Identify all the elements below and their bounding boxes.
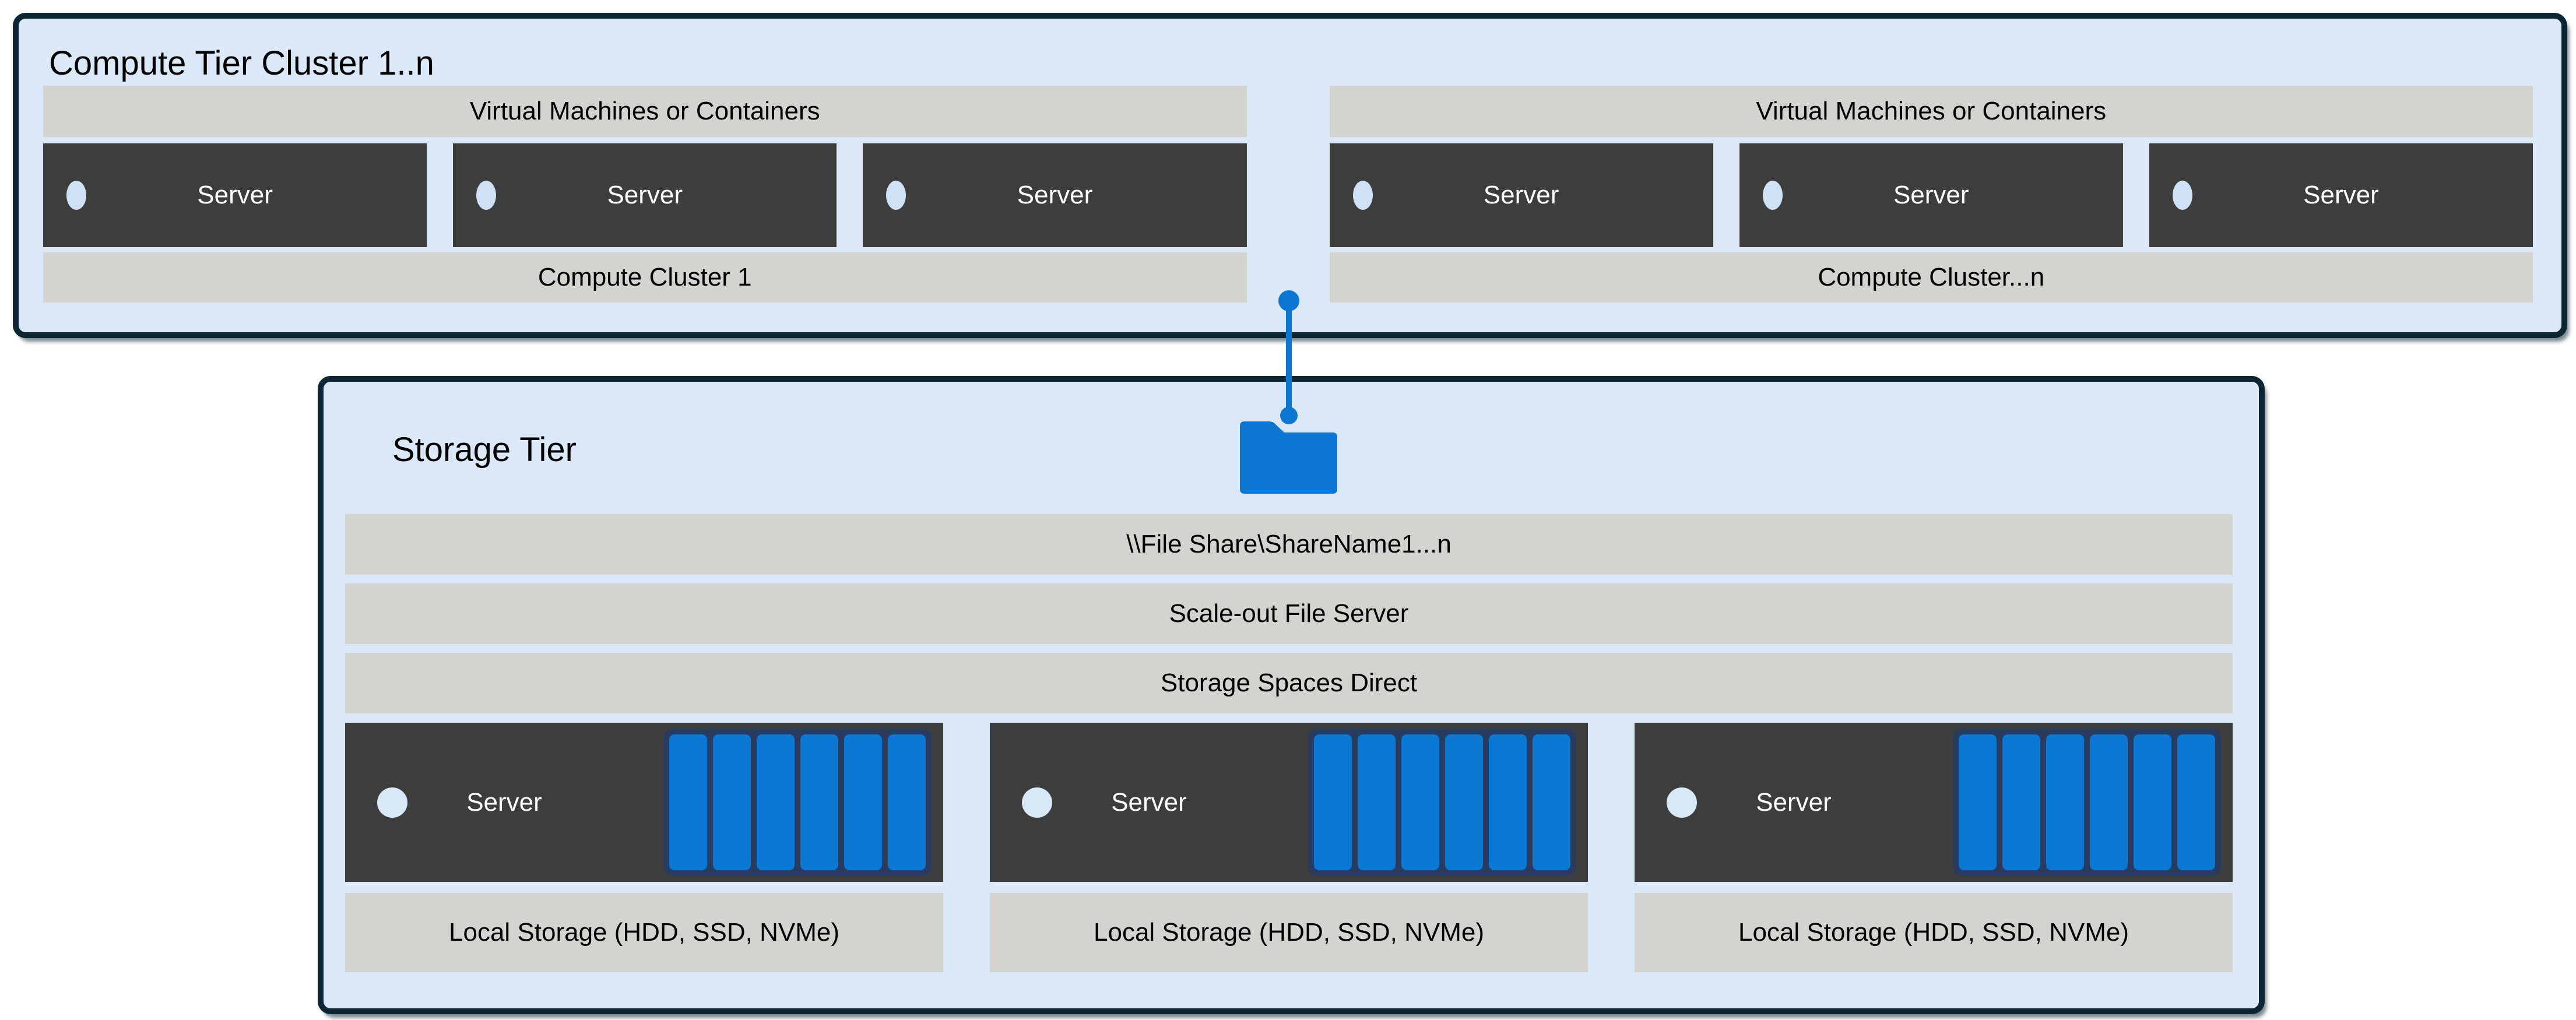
storage-servers-row: Server Server — [345, 723, 2233, 882]
server-label: Server — [466, 787, 542, 817]
server-led-icon — [476, 181, 497, 210]
compute-server: Server — [1329, 143, 1713, 247]
server-label: Server — [1483, 181, 1559, 209]
storage-server: Server — [990, 723, 1588, 882]
compute-cluster-n: Virtual Machines or Containers Server Se… — [1329, 86, 2533, 303]
storage-tier-box: Storage Tier \\File Share\ShareName1...n… — [318, 376, 2265, 1014]
disk-icon — [1489, 734, 1527, 870]
server-label: Server — [1893, 181, 1969, 209]
compute-tier-title: Compute Tier Cluster 1..n — [49, 44, 434, 82]
server-label: Server — [2303, 181, 2379, 209]
compute-storage-connector-line — [1286, 301, 1292, 416]
local-storage-bar: Local Storage (HDD, SSD, NVMe) — [345, 893, 943, 972]
connector-dot-bottom — [1280, 407, 1298, 424]
storage-stack: \\File Share\ShareName1...n Scale-out Fi… — [345, 382, 2233, 1008]
compute-servers-row: Server Server Server — [43, 143, 1247, 247]
compute-tier-box: Compute Tier Cluster 1..n Virtual Machin… — [13, 13, 2567, 338]
compute-cluster-1-footer: Compute Cluster 1 — [43, 252, 1247, 303]
compute-server: Server — [1739, 143, 2123, 247]
server-label: Server — [607, 181, 683, 209]
compute-servers-row: Server Server Server — [1329, 143, 2533, 247]
server-label: Server — [1756, 787, 1832, 817]
server-led-icon — [1352, 181, 1373, 210]
compute-server: Server — [453, 143, 837, 247]
disk-array-icon — [1953, 729, 2221, 876]
server-led-icon — [1022, 787, 1052, 818]
disk-icon — [713, 734, 751, 870]
compute-cluster-1: Virtual Machines or Containers Server Se… — [43, 86, 1247, 303]
disk-icon — [757, 734, 795, 870]
server-label: Server — [197, 181, 273, 209]
storage-server: Server — [345, 723, 943, 882]
disk-icon — [1314, 734, 1352, 870]
disk-icon — [1959, 734, 1997, 870]
compute-cluster-n-footer: Compute Cluster...n — [1329, 252, 2533, 303]
vm-containers-bar: Virtual Machines or Containers — [43, 86, 1247, 137]
disk-array-icon — [663, 729, 932, 876]
compute-cluster-groups: Virtual Machines or Containers Server Se… — [43, 86, 2533, 303]
scale-out-file-server-bar: Scale-out File Server — [345, 583, 2233, 644]
server-led-icon — [1667, 787, 1697, 818]
disk-icon — [2090, 734, 2128, 870]
compute-server: Server — [863, 143, 1247, 247]
disk-icon — [1358, 734, 1396, 870]
disk-icon — [2134, 734, 2171, 870]
disk-icon — [1401, 734, 1439, 870]
disk-icon — [844, 734, 882, 870]
file-share-bar: \\File Share\ShareName1...n — [345, 514, 2233, 575]
server-led-icon — [377, 787, 407, 818]
vm-containers-bar: Virtual Machines or Containers — [1329, 86, 2533, 137]
server-label: Server — [1111, 787, 1187, 817]
local-storage-bar: Local Storage (HDD, SSD, NVMe) — [990, 893, 1588, 972]
server-label: Server — [1017, 181, 1093, 209]
server-led-icon — [1762, 181, 1783, 210]
storage-tier-title: Storage Tier — [392, 431, 577, 469]
disk-icon — [888, 734, 926, 870]
server-led-icon — [2172, 181, 2192, 210]
disk-icon — [2177, 734, 2215, 870]
disk-icon — [2046, 734, 2084, 870]
storage-server: Server — [1635, 723, 2233, 882]
disk-icon — [1533, 734, 1570, 870]
local-storage-row: Local Storage (HDD, SSD, NVMe) Local Sto… — [345, 893, 2233, 972]
server-led-icon — [66, 181, 86, 210]
compute-server: Server — [43, 143, 427, 247]
compute-server: Server — [2149, 143, 2533, 247]
disk-icon — [669, 734, 707, 870]
server-led-icon — [886, 181, 906, 210]
local-storage-bar: Local Storage (HDD, SSD, NVMe) — [1635, 893, 2233, 972]
folder-icon — [1240, 421, 1337, 494]
connector-dot-top — [1278, 290, 1299, 311]
disk-array-icon — [1308, 729, 1576, 876]
storage-spaces-direct-bar: Storage Spaces Direct — [345, 653, 2233, 713]
disk-icon — [2002, 734, 2040, 870]
disk-icon — [800, 734, 838, 870]
disk-icon — [1445, 734, 1483, 870]
